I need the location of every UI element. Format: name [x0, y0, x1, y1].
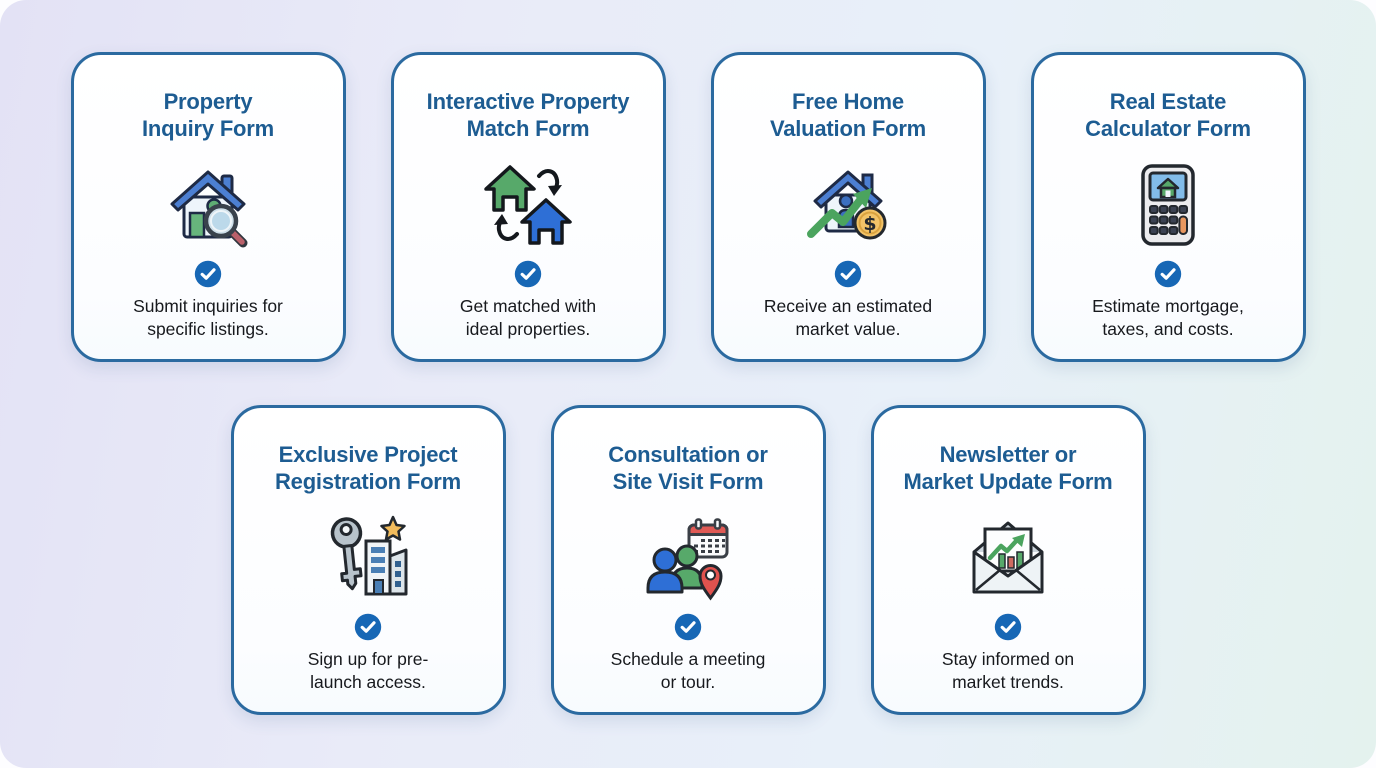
key-building-star-icon [330, 515, 408, 596]
card-desc-line1: Estimate mortgage, [1092, 296, 1244, 316]
card-title: Exclusive Project Registration Form [275, 441, 461, 495]
card-title-line1: Real Estate [1109, 89, 1227, 114]
card-icon-area [482, 159, 574, 251]
card-desc-line2: ideal properties. [465, 319, 591, 339]
envelope-chart-icon [972, 521, 1044, 594]
houses-swap-icon [484, 165, 572, 245]
card-desc-line2: specific listings. [147, 319, 269, 339]
card-title: Free Home Valuation Form [770, 88, 926, 142]
card-title-line2: Valuation Form [769, 116, 927, 141]
card-title-line2: Market Update Form [903, 469, 1113, 494]
card-title-line2: Site Visit Form [612, 469, 764, 494]
house-growth-dollar-icon: $ [807, 170, 887, 240]
card-desc-line1: Receive an estimated [763, 296, 933, 316]
card-description: Estimate mortgage, taxes, and costs. [1092, 295, 1244, 341]
card-exclusive-project-registration-form[interactable]: Exclusive Project Registration Form [230, 405, 506, 715]
card-title-line2: Registration Form [274, 469, 462, 494]
check-area [674, 613, 702, 641]
check-area [194, 260, 222, 288]
card-newsletter-or-market-update-form[interactable]: Newsletter or Market Update Form [870, 405, 1146, 715]
calculator-icon [1141, 164, 1195, 246]
card-desc-line2: market value. [795, 319, 901, 339]
card-title-line1: Exclusive Project [278, 442, 458, 467]
bottom-row: Exclusive Project Registration Form [0, 362, 1376, 715]
card-icon-area [1122, 159, 1214, 251]
card-icon-area [162, 159, 254, 251]
card-icon-area [642, 512, 734, 604]
card-title-line1: Newsletter or [939, 442, 1077, 467]
top-row: Property Inquiry Form [0, 0, 1376, 362]
card-desc-line2: market trends. [952, 672, 1064, 692]
check-circle-icon [514, 260, 542, 288]
card-title-line1: Property [163, 89, 253, 114]
check-area [1154, 260, 1182, 288]
card-title: Interactive Property Match Form [427, 88, 630, 142]
card-description: Sign up for pre- launch access. [308, 648, 429, 694]
check-circle-icon [994, 613, 1022, 641]
check-circle-icon [834, 260, 862, 288]
card-description: Receive an estimated market value. [764, 295, 932, 341]
card-title-line1: Consultation or [608, 442, 768, 467]
card-desc-line2: or tour. [660, 672, 716, 692]
card-desc-line1: Schedule a meeting [610, 649, 766, 669]
card-free-home-valuation-form[interactable]: Free Home Valuation Form $ [710, 52, 986, 362]
card-icon-area: $ [802, 159, 894, 251]
card-description: Submit inquiries for specific listings. [133, 295, 283, 341]
card-desc-line1: Submit inquiries for [133, 296, 283, 316]
card-title: Newsletter or Market Update Form [903, 441, 1112, 495]
card-consultation-or-site-visit-form[interactable]: Consultation or Site Visit Form [550, 405, 826, 715]
check-circle-icon [354, 613, 382, 641]
card-title: Consultation or Site Visit Form [608, 441, 768, 495]
card-title-line2: Inquiry Form [141, 116, 275, 141]
card-title: Property Inquiry Form [142, 88, 274, 142]
card-interactive-property-match-form[interactable]: Interactive Property Match Form [390, 52, 666, 362]
card-desc-line1: Stay informed on [941, 649, 1075, 669]
people-calendar-pin-icon [646, 518, 729, 601]
card-desc-line1: Sign up for pre- [307, 649, 429, 669]
card-description: Get matched with ideal properties. [460, 295, 596, 341]
card-desc-line2: taxes, and costs. [1102, 319, 1234, 339]
dollar-sign: $ [863, 213, 876, 235]
check-area [834, 260, 862, 288]
card-title-line2: Match Form [466, 116, 590, 141]
check-area [514, 260, 542, 288]
card-real-estate-calculator-form[interactable]: Real Estate Calculator Form [1030, 52, 1306, 362]
card-icon-area [322, 512, 414, 604]
card-icon-area [962, 512, 1054, 604]
card-description: Stay informed on market trends. [942, 648, 1074, 694]
check-circle-icon [674, 613, 702, 641]
house-magnifier-icon [170, 170, 248, 248]
card-title: Real Estate Calculator Form [1085, 88, 1251, 142]
check-area [354, 613, 382, 641]
card-title-line1: Interactive Property [426, 89, 630, 114]
card-title-line2: Calculator Form [1085, 116, 1251, 141]
card-desc-line2: launch access. [310, 672, 426, 692]
check-circle-icon [1154, 260, 1182, 288]
check-area [994, 613, 1022, 641]
card-description: Schedule a meeting or tour. [611, 648, 766, 694]
check-circle-icon [194, 260, 222, 288]
card-title-line1: Free Home [792, 89, 904, 114]
card-property-inquiry-form[interactable]: Property Inquiry Form [70, 52, 346, 362]
card-desc-line1: Get matched with [459, 296, 597, 316]
